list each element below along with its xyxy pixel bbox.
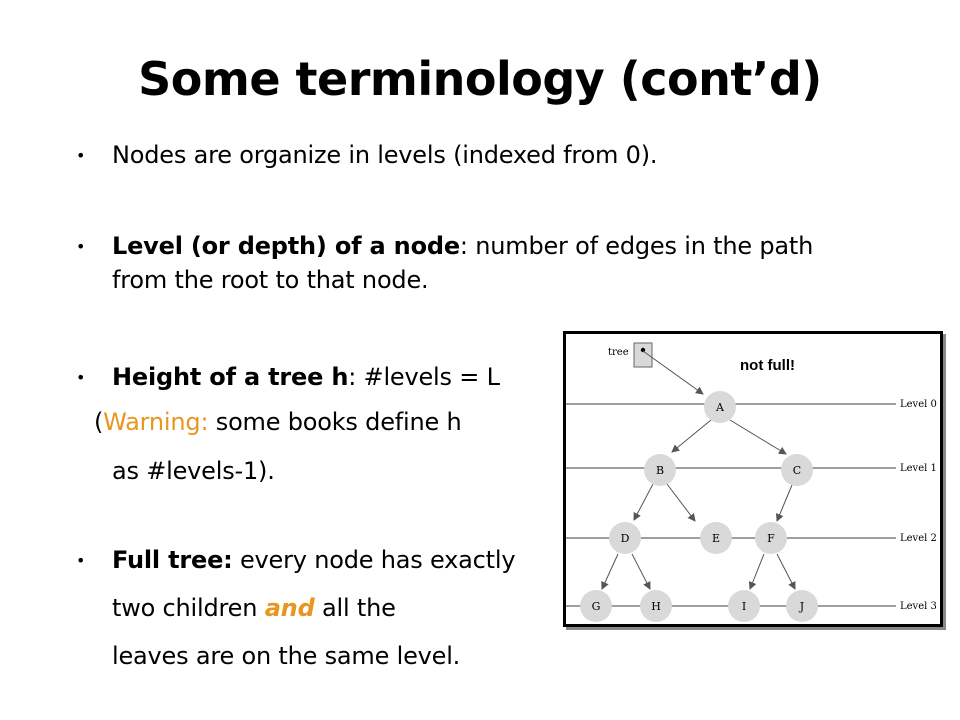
edge-tree-a — [642, 350, 704, 395]
edge-f-j — [776, 553, 796, 590]
node-a-label: A — [715, 401, 725, 414]
bullet-marker: • — [76, 551, 86, 570]
bullet-full-tree-line3: leaves are on the same level. — [112, 642, 461, 670]
warning-rest: some books define h — [208, 408, 462, 436]
term-full-tree: Full tree: — [112, 546, 233, 574]
tree-label: tree — [608, 347, 629, 358]
node-e — [700, 522, 732, 554]
bullet-marker: • — [76, 368, 86, 387]
node-i — [728, 590, 760, 622]
slide-title: Some terminology (cont’d) — [138, 52, 822, 106]
bullet-height-warning: (Warning: some books define h — [94, 408, 462, 436]
not-full-note: not full! — [740, 357, 795, 374]
term-level-depth: Level (or depth) of a node — [112, 232, 460, 260]
level-label-3: Level 3 — [900, 601, 937, 612]
tree-pointer-box — [633, 342, 653, 368]
node-d — [609, 522, 641, 554]
edge-d-h — [631, 553, 651, 590]
bullet-height-line3: as #levels-1). — [112, 457, 275, 485]
node-j-label: J — [799, 600, 804, 613]
bullet-height-text: Height of a tree h: #levels = L — [112, 363, 500, 391]
level-label-0: Level 0 — [900, 399, 937, 410]
edge-c-f — [776, 484, 793, 522]
tree-diagram: not full! Level 0 Level 1 Level 2 Level … — [563, 331, 943, 627]
bullet-levels-text: Nodes are organize in levels (indexed fr… — [112, 141, 658, 169]
edge-b-e — [666, 483, 696, 522]
bullet-depth-text: Level (or depth) of a node: number of ed… — [112, 232, 813, 260]
node-f-label: F — [767, 532, 775, 545]
height-definition: : #levels = L — [348, 363, 500, 391]
node-b-label: B — [656, 464, 664, 477]
node-h-label: H — [651, 600, 661, 613]
tree-pointer-dot — [640, 347, 646, 353]
bullet-full-tree-line2: two children and all the — [112, 594, 396, 622]
term-height: Height of a tree h — [112, 363, 349, 391]
bullet-marker: • — [76, 237, 86, 256]
tree-diagram-svg: Level 0 Level 1 Level 2 Level 3 tree A B… — [566, 342, 937, 622]
full-tree-definition: every node has exactly — [232, 546, 516, 574]
level-label-2: Level 2 — [900, 533, 937, 544]
paren-open: ( — [94, 408, 104, 436]
edge-d-g — [601, 553, 619, 590]
node-f — [755, 522, 787, 554]
node-g-label: G — [592, 600, 601, 613]
node-g — [580, 590, 612, 622]
edge-f-i — [748, 553, 765, 590]
node-c — [781, 454, 813, 486]
node-b — [644, 454, 676, 486]
bullet-depth-line2: from the root to that node. — [112, 266, 429, 294]
bullet-marker: • — [76, 146, 86, 165]
depth-definition: : number of edges in the path — [459, 232, 814, 260]
node-e-label: E — [712, 532, 720, 545]
node-h — [640, 590, 672, 622]
level-label-1: Level 1 — [900, 463, 937, 474]
node-i-label: I — [742, 600, 746, 613]
line2-pre: two children — [112, 594, 265, 622]
and-emphasis: and — [264, 594, 315, 622]
edge-a-c — [729, 419, 787, 455]
edge-b-d — [633, 483, 654, 521]
node-j — [786, 590, 818, 622]
line2-post: all the — [314, 594, 396, 622]
bullet-full-tree-text: Full tree: every node has exactly — [112, 546, 516, 574]
warning-word: Warning: — [103, 408, 209, 436]
node-a — [704, 391, 736, 423]
node-d-label: D — [621, 532, 630, 545]
edge-a-b — [671, 419, 712, 453]
node-c-label: C — [793, 464, 801, 477]
